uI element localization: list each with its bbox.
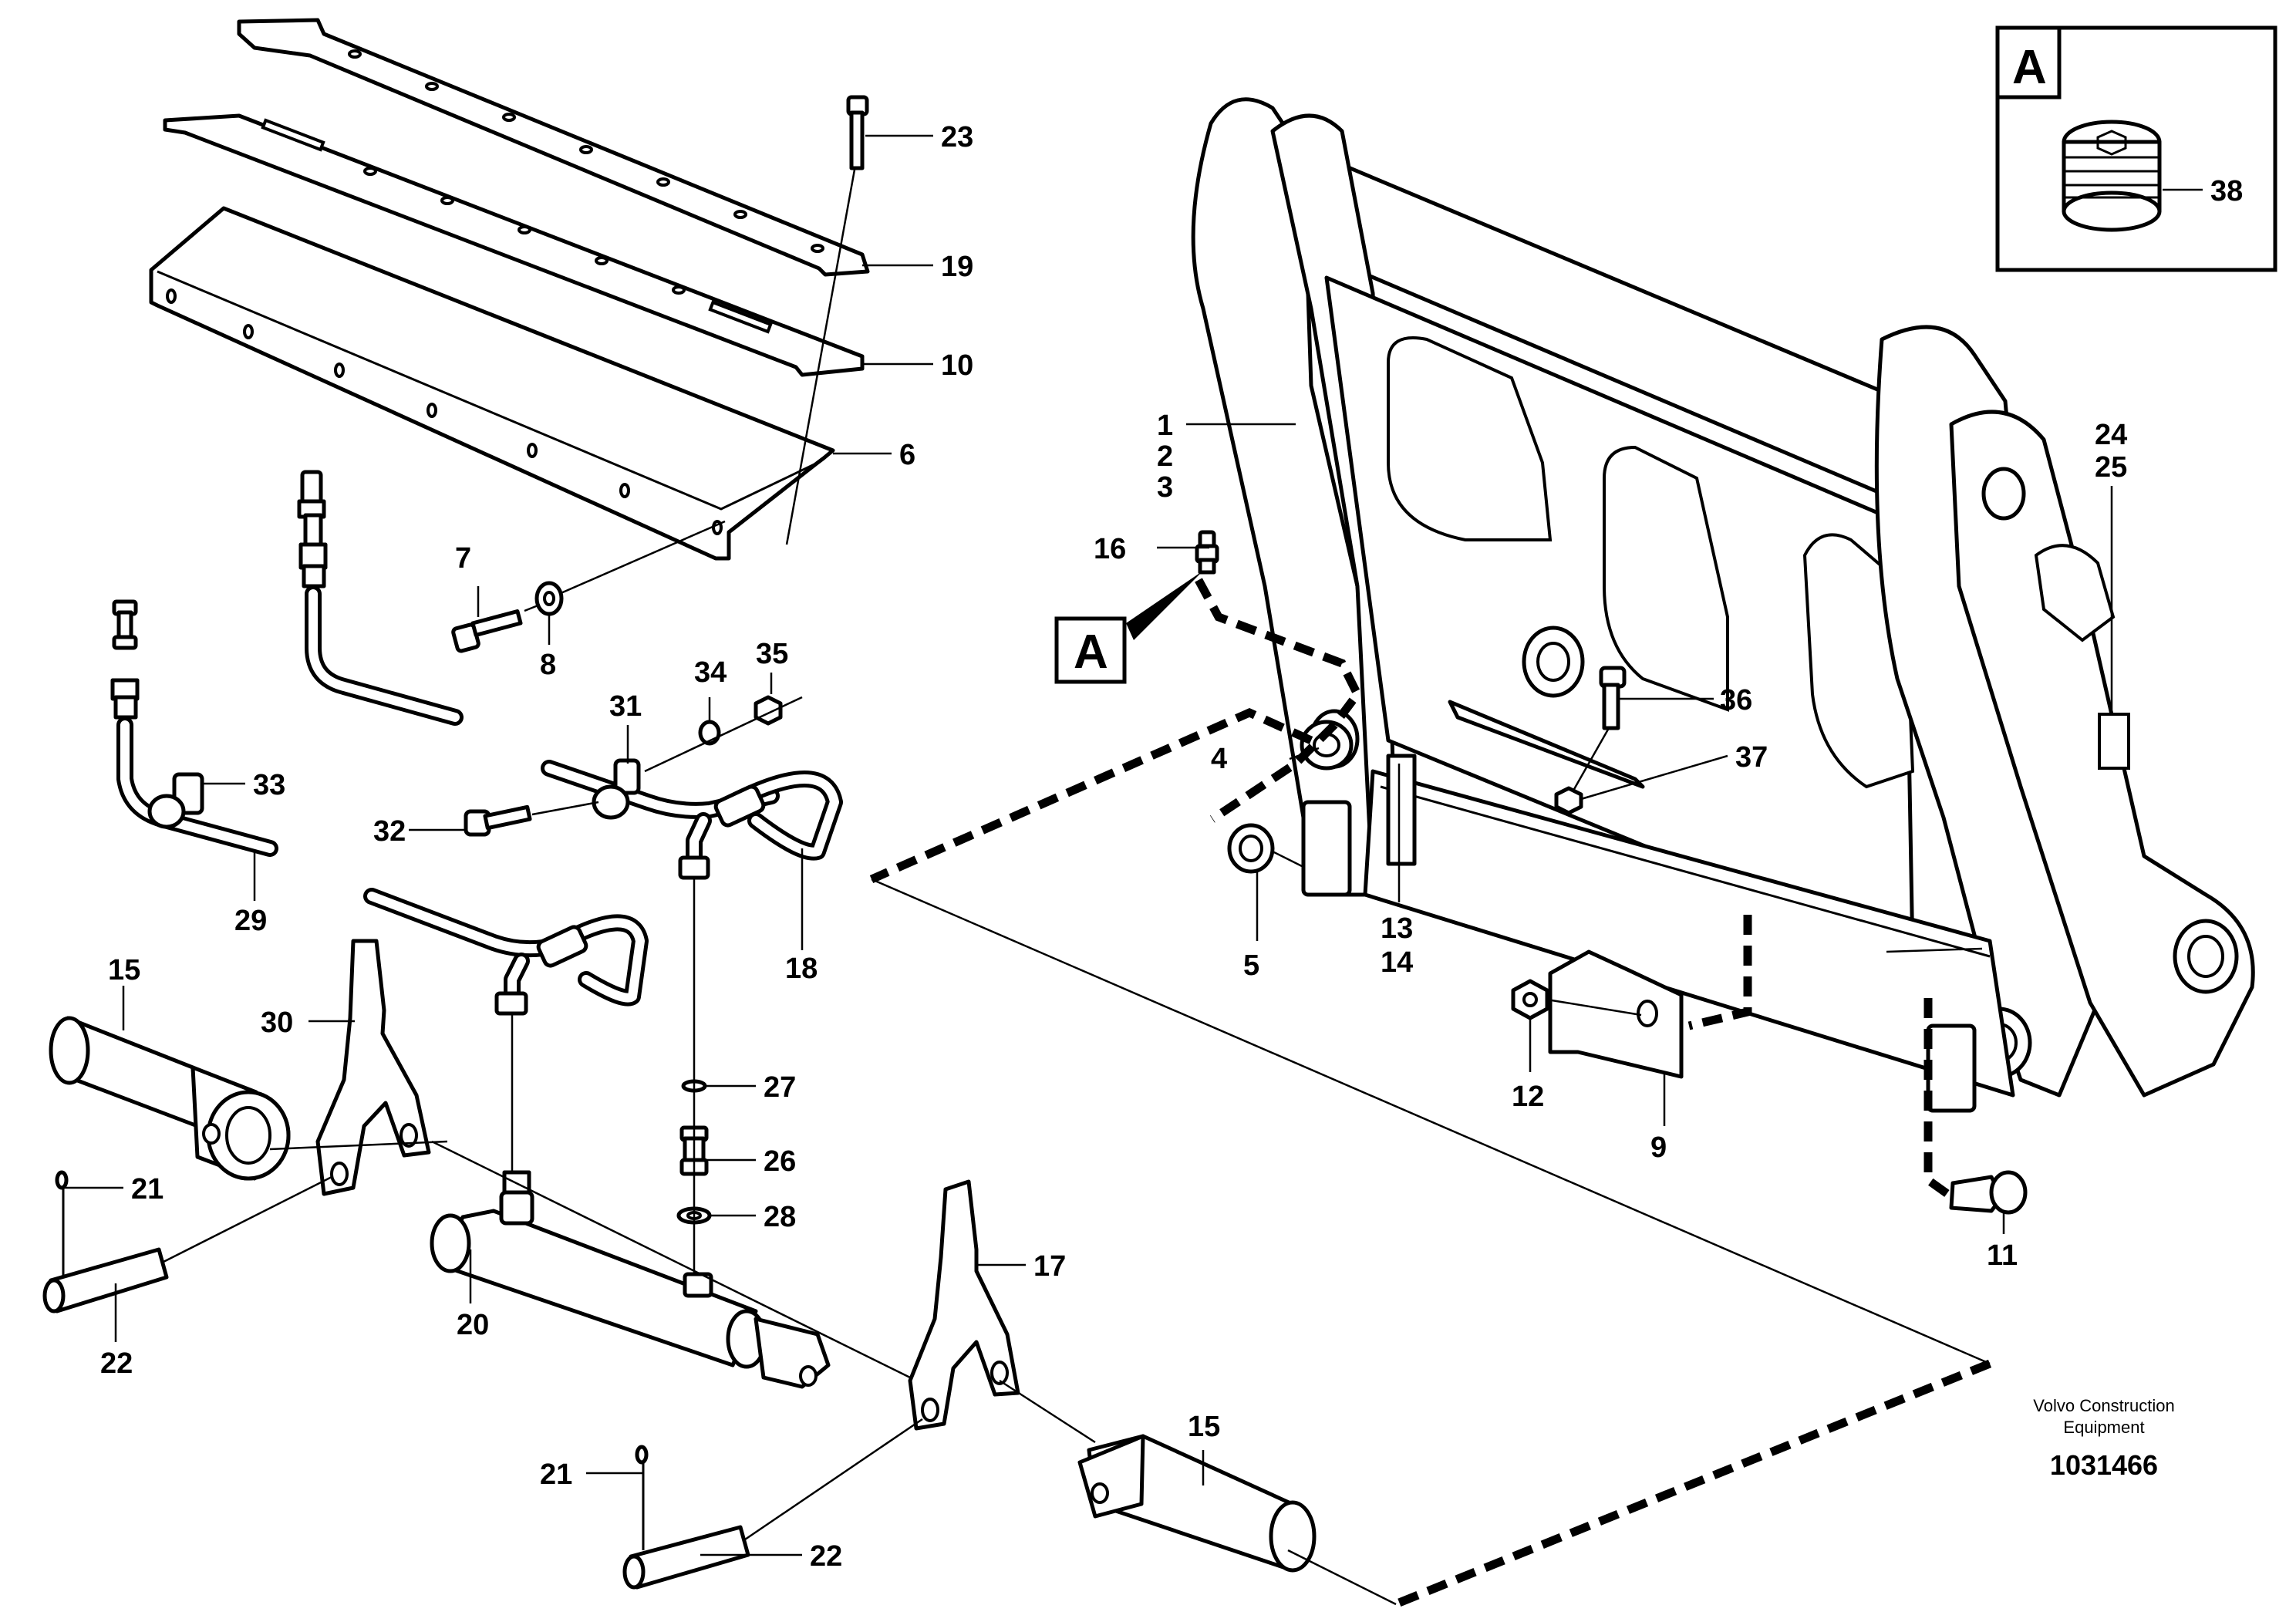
- callout-38: 38: [2210, 175, 2243, 207]
- wear-plate-9: [1548, 949, 1684, 1079]
- attachment-bracket-frame: [1191, 97, 2255, 1113]
- callout-15-right: 15: [1188, 1411, 1220, 1443]
- callout-4: 4: [1211, 743, 1227, 775]
- grease-nipple-16: [1195, 530, 1219, 575]
- callout-5: 5: [1243, 949, 1259, 982]
- callout-7: 7: [455, 542, 471, 575]
- callout-14: 14: [1381, 946, 1413, 979]
- plug-38: [2062, 120, 2162, 232]
- detail-a-reference-label: A: [1074, 626, 1108, 679]
- credit-line-2: Equipment: [2063, 1418, 2144, 1437]
- callout-18: 18: [785, 953, 818, 985]
- callout-24: 24: [2095, 419, 2127, 451]
- top-plate-10: [163, 113, 865, 377]
- callout-leaders: [63, 134, 2113, 1556]
- callout-35: 35: [756, 638, 788, 670]
- bracket-30: [315, 939, 431, 1196]
- top-plate-6: [149, 206, 835, 561]
- callout-29: 29: [234, 905, 267, 937]
- callout-36: 36: [1720, 684, 1752, 717]
- credit-block: Volvo Construction Equipment 1031466: [2033, 1396, 2174, 1481]
- callout-31: 31: [609, 690, 642, 723]
- callout-13: 13: [1381, 912, 1413, 945]
- dashed-guide-a: [1195, 578, 1363, 823]
- callout-19: 19: [941, 251, 973, 283]
- callout-8: 8: [540, 649, 556, 681]
- top-plate-19: [237, 18, 870, 277]
- pin-22a: [42, 1247, 169, 1313]
- callout-22-right: 22: [810, 1540, 842, 1573]
- cotter-pin-21a: [55, 1170, 69, 1280]
- callout-1: 1: [1157, 410, 1173, 442]
- callout-33: 33: [253, 769, 285, 801]
- dashed-guide-d: [1687, 915, 1752, 1030]
- dashed-guide-c: [1397, 1359, 1992, 1607]
- callout-25: 25: [2095, 451, 2127, 484]
- callout-11: 11: [1987, 1239, 2018, 1272]
- callout-20: 20: [457, 1309, 489, 1341]
- dashed-guide-e: [1923, 998, 1953, 1199]
- callout-12: 12: [1512, 1081, 1544, 1113]
- callout-32: 32: [373, 815, 406, 848]
- washer-8: [534, 581, 564, 616]
- bolt-36: [1599, 666, 1627, 730]
- callout-2: 2: [1157, 440, 1173, 473]
- detail-a-inset: [1995, 25, 2277, 272]
- callout-21-right: 21: [540, 1458, 572, 1491]
- nut-35: [754, 695, 783, 726]
- callout-21-left: 21: [131, 1173, 164, 1206]
- callout-23: 23: [941, 121, 973, 153]
- washer-5: [1227, 823, 1275, 874]
- callout-10: 10: [941, 349, 973, 382]
- callout-34: 34: [694, 656, 727, 689]
- callout-15-left: 15: [108, 954, 140, 986]
- clamp-33: [147, 772, 204, 829]
- detail-a-inset-label: A: [2012, 41, 2047, 94]
- callout-labels: 23 19 10 6 7 8 34 35 31 33 32 29 18 15 3…: [100, 41, 2243, 1573]
- hydraulic-pipe-upper: [297, 470, 843, 880]
- clamp-31: [592, 758, 641, 820]
- hydraulic-cylinder-20: [430, 1170, 831, 1389]
- dashed-guide-b: [869, 707, 1313, 884]
- document-number: 1031466: [2050, 1449, 2158, 1481]
- nut-37: [1554, 786, 1583, 815]
- callout-6: 6: [899, 439, 915, 471]
- credit-line-1: Volvo Construction: [2033, 1396, 2174, 1415]
- detail-a-reference: [1054, 571, 1203, 684]
- bracket-17: [908, 1179, 1020, 1431]
- callout-37: 37: [1735, 741, 1768, 774]
- bolt-7: [451, 609, 523, 653]
- cotter-pin-21b: [635, 1445, 649, 1550]
- callout-27: 27: [764, 1071, 796, 1104]
- bolt-23: [846, 95, 869, 170]
- callout-26: 26: [764, 1145, 796, 1178]
- pin-15-right: [1077, 1434, 1317, 1573]
- bolt-32: [464, 804, 532, 837]
- callout-17: 17: [1033, 1250, 1066, 1283]
- callout-22-left: 22: [100, 1347, 133, 1380]
- callout-16: 16: [1094, 533, 1126, 565]
- bolt-11: [1949, 1170, 2028, 1215]
- pin-15-left: [49, 1016, 291, 1181]
- callout-3: 3: [1157, 471, 1173, 504]
- bushing-4: [1300, 720, 1354, 771]
- callout-9: 9: [1650, 1131, 1667, 1164]
- callout-30: 30: [261, 1007, 293, 1039]
- callout-28: 28: [764, 1201, 796, 1233]
- nut-12: [1511, 979, 1549, 1020]
